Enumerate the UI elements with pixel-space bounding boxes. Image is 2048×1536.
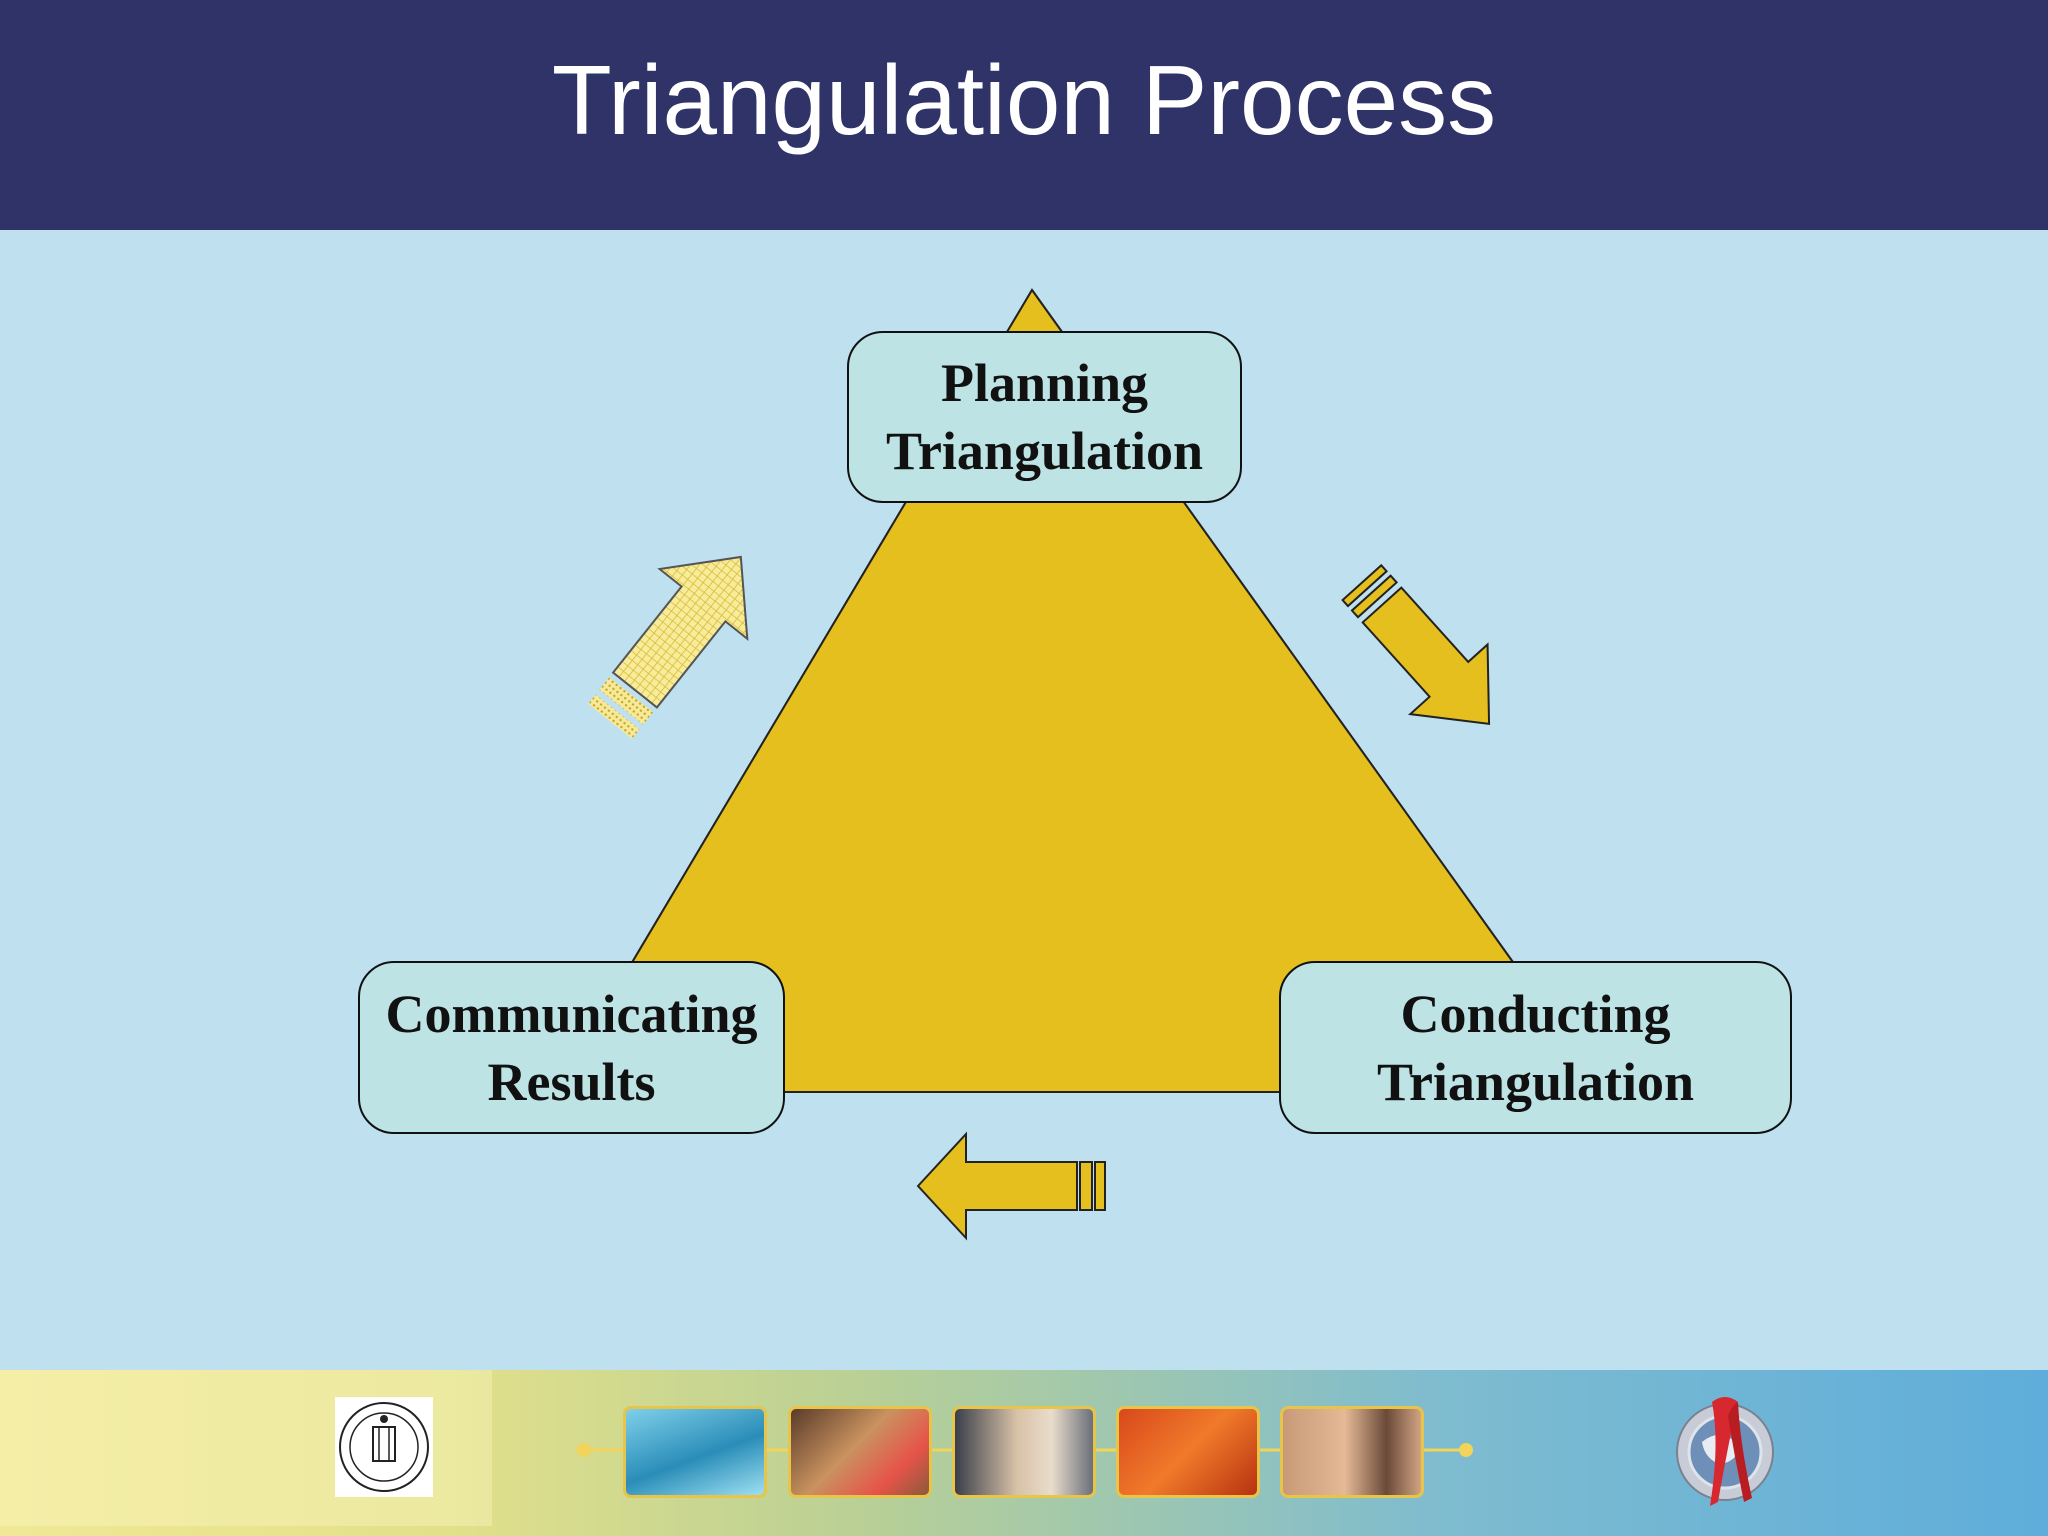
node-conducting-line1: Conducting [1400, 983, 1671, 1044]
grandmother-baby-photo [1280, 1406, 1424, 1498]
node-communicating-results: Communicating Results [358, 961, 785, 1134]
university-seal-icon [335, 1397, 433, 1497]
water-photo [623, 1406, 767, 1498]
footer-banner [0, 1370, 2048, 1536]
node-planning-triangulation: Planning Triangulation [847, 331, 1242, 503]
arrow-up-right [588, 555, 749, 739]
node-planning-line1: Planning [940, 353, 1149, 413]
woman-portrait-photo [952, 1406, 1096, 1498]
page-title: Triangulation Process [551, 45, 1497, 155]
node-communicating-line2: Results [487, 1051, 656, 1112]
globe-ribbon-icon [1676, 1397, 1774, 1506]
arrow-down-right [1341, 563, 1491, 726]
node-planning-line2: Triangulation [885, 421, 1204, 481]
node-conducting-triangulation: Conducting Triangulation [1279, 961, 1792, 1134]
arrow-left [916, 1131, 1106, 1241]
node-conducting-line2: Triangulation [1376, 1051, 1695, 1112]
node-communicating-line1: Communicating [385, 983, 758, 1044]
woman-headscarf-photo [788, 1406, 932, 1498]
lantern-photo [1116, 1406, 1260, 1498]
header-bar: Triangulation Process [0, 0, 2048, 230]
